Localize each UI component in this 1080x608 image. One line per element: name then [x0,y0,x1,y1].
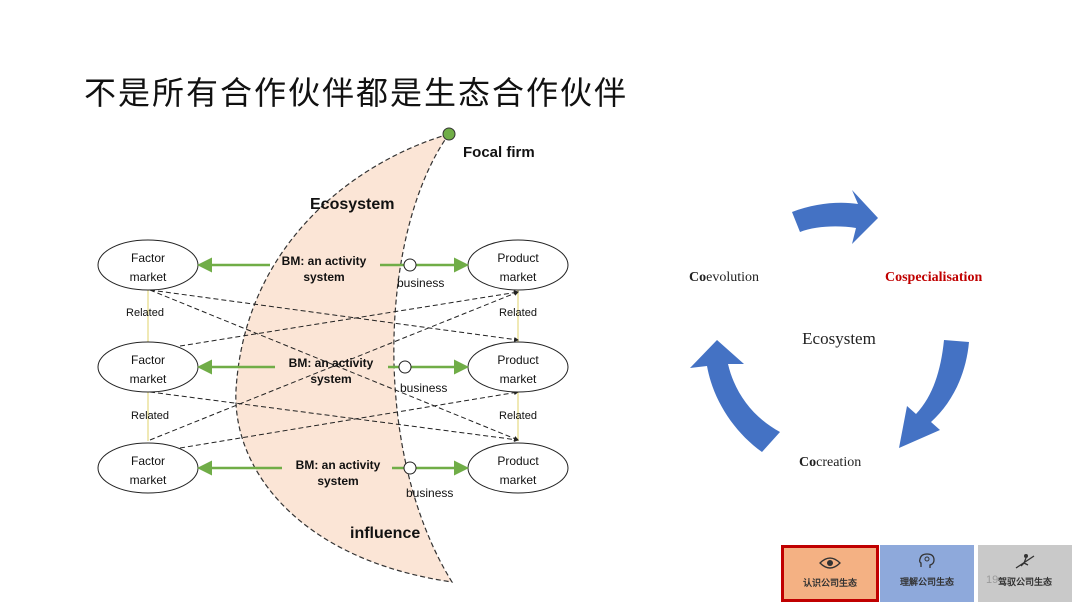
cycle-arrow-left [690,340,780,452]
business-label-3: business [406,486,453,500]
related-label-right-1: Related [499,307,537,319]
cycle-arrow-right [899,340,969,448]
influence-line-6 [179,390,519,449]
factor-market-1-line-1: Factor [131,251,165,265]
cocreation-rest: creation [816,455,861,470]
cycle-center-label: Ecosystem [802,329,876,348]
factor-market-2-line-2: market [130,372,167,386]
ecosystem-crescent [235,132,454,583]
cycle-arrow-top [792,190,878,244]
product-market-2-line-1: Product [497,353,539,367]
focal-firm-dot [442,127,456,141]
bm-2-line-1: BM: an activity [289,356,374,370]
focal-firm-label: Focal firm [463,144,535,161]
factor-market-1-line-2: market [130,270,167,284]
bm-2-line-2: system [310,372,351,386]
bm-3-line-1: BM: an activity [296,458,381,472]
factor-market-3-line-1: Factor [131,454,165,468]
cocreation-prefix: Co [799,455,816,470]
influence-line-3 [149,391,519,442]
influence-line-2 [149,289,519,441]
business-label-1: business [397,276,444,290]
business-label-2: business [400,381,447,395]
influence-label: influence [350,525,420,542]
product-market-3-line-1: Product [497,454,539,468]
influence-line-5 [179,290,519,347]
influence-line-4 [149,291,519,441]
nav-tab-master-ecosystem[interactable]: 驾驭公司生态 [978,545,1072,602]
climber-icon [1015,554,1035,569]
factor-market-2-line-1: Factor [131,353,165,367]
product-market-2-line-2: market [500,372,537,386]
ecosystem-label: Ecosystem [310,196,395,213]
eye-icon [819,557,841,569]
business-node-2 [398,360,412,374]
factor-market-3-line-2: market [130,473,167,487]
influence-line-1 [149,289,519,342]
nav-tab-comprehend-ecosystem[interactable]: 理解公司生态 [880,545,974,602]
product-market-3-line-2: market [500,473,537,487]
nav-tab-understand-ecosystem[interactable]: 认识公司生态 [781,545,879,602]
business-node-1 [403,258,417,272]
coevolution-rest: evolution [706,270,759,285]
page-number: 19 [986,574,999,586]
product-market-1-line-1: Product [497,251,539,265]
coevolution-label: Coevolution [689,270,759,285]
related-label-left-2: Related [131,410,169,422]
nav-tab-label: 驾驭公司生态 [997,578,1052,588]
coevolution-prefix: Co [689,270,706,285]
cospecialisation-label: Cospecialisation [885,270,982,285]
nav-tab-label: 认识公司生态 [802,579,857,589]
slide-title: 不是所有合作伙伴都是生态合作伙伴 [84,74,629,112]
head-icon [919,553,935,568]
related-label-left-1: Related [126,307,164,319]
bm-1-line-1: BM: an activity [282,254,367,268]
cocreation-label: Cocreation [799,455,861,470]
bm-1-line-2: system [303,270,344,284]
bm-3-line-2: system [317,474,358,488]
nav-tab-label: 理解公司生态 [899,578,954,588]
related-label-right-2: Related [499,410,537,422]
product-market-1-line-2: market [500,270,537,284]
business-node-3 [403,461,417,475]
